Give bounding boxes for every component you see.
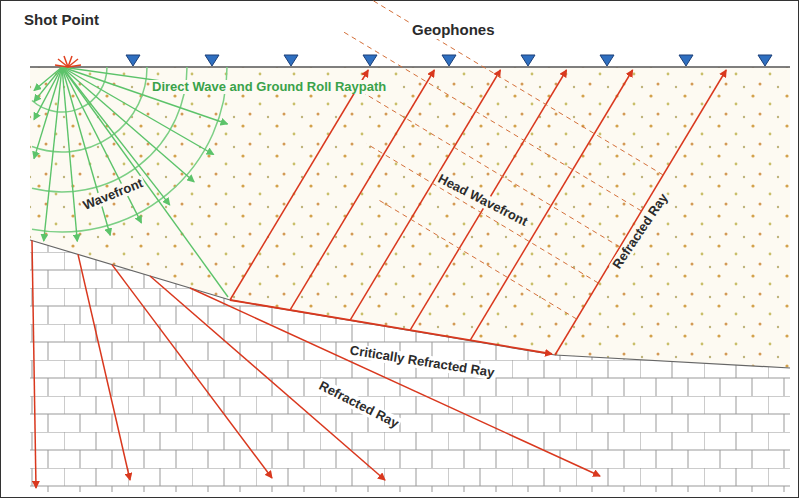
direct-ray (34, 67, 62, 102)
geophone-symbol (679, 55, 693, 66)
refracted-ray (32, 241, 36, 488)
direct-ray (34, 67, 62, 91)
diagram-label: Geophones (410, 22, 497, 39)
head-ray (555, 70, 726, 355)
head-ray (410, 70, 567, 330)
critically-refracted-ray (230, 300, 552, 354)
head-ray (290, 70, 434, 310)
geophone-symbol (758, 55, 772, 66)
refracted-ray (190, 288, 600, 476)
diagram-label: Shot Point (22, 12, 101, 29)
head-wavefront (354, 87, 620, 247)
head-wavefront (342, 31, 642, 211)
geophone-symbol (363, 55, 377, 66)
geophone-symbol (284, 55, 298, 66)
direct-ray (44, 67, 62, 241)
direct-ray (34, 67, 62, 120)
refracted-ray (112, 265, 272, 478)
geophone-symbol (442, 55, 456, 66)
refracted-ray (78, 254, 130, 480)
geophone-symbol (205, 55, 219, 66)
head-wavefront (380, 201, 577, 320)
diagram-label: Direct Wave and Ground Roll Raypath (150, 80, 388, 94)
incident-ray (62, 67, 228, 297)
direct-ray (34, 67, 62, 159)
head-ray (230, 70, 368, 300)
geophone-symbol (126, 55, 140, 66)
geophone-symbol (521, 55, 535, 66)
geophone-symbol (600, 55, 614, 66)
direct-ray (62, 67, 77, 241)
